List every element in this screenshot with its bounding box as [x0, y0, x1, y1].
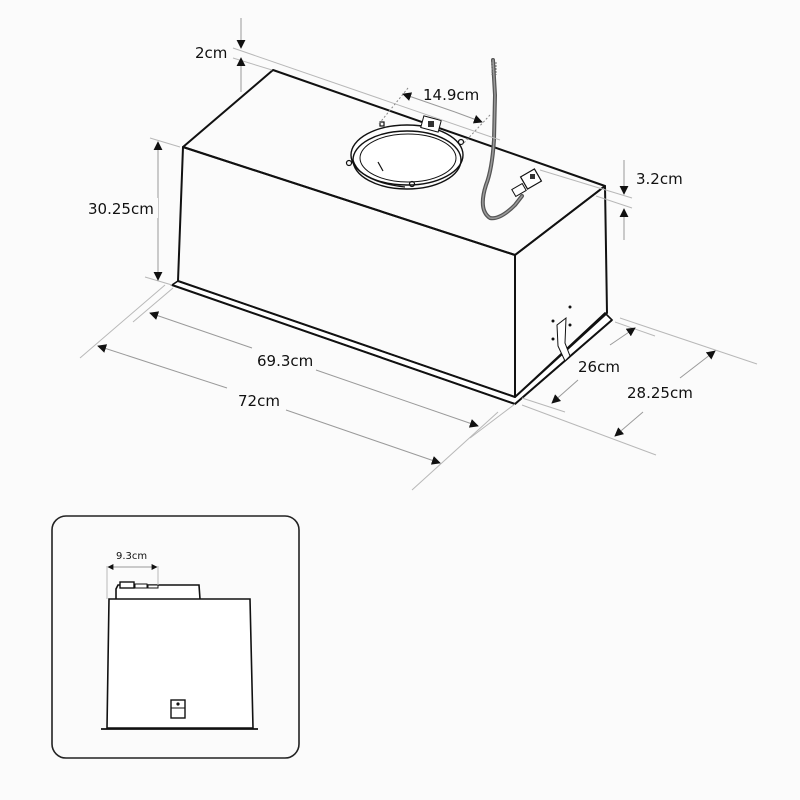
dimension-outer-width: 72cm	[79, 284, 499, 491]
label-inner-width: 69.3cm	[257, 352, 313, 370]
label-side-offset: 3.2cm	[636, 170, 683, 188]
label-collar-offset: 9.3cm	[116, 551, 147, 562]
label-outer-width: 72cm	[238, 392, 280, 410]
hood-isometric-view: 2cm 14.9cm 3.2cm 30.25cm	[79, 18, 758, 491]
dimension-collar-offset: 9.3cm	[106, 551, 159, 599]
dimension-outer-depth: 28.25cm	[521, 317, 758, 456]
label-inner-depth: 26cm	[578, 358, 620, 376]
dimension-height: 30.25cm	[84, 137, 181, 286]
base-flange	[170, 280, 614, 405]
label-collar-diameter: 14.9cm	[423, 86, 479, 104]
dimension-inner-depth: 26cm	[521, 321, 656, 413]
label-height: 30.25cm	[88, 200, 154, 218]
duct-collar	[345, 115, 465, 190]
label-top-flange: 2cm	[195, 44, 227, 62]
power-cable	[480, 58, 543, 221]
inset-body	[106, 598, 254, 729]
label-outer-depth: 28.25cm	[627, 384, 693, 402]
dimension-inner-width: 69.3cm	[132, 287, 516, 439]
dimension-collar-diameter: 14.9cm	[377, 86, 491, 146]
dimension-side-offset: 3.2cm	[539, 160, 683, 240]
inset-bracket	[170, 699, 186, 719]
inset-side-view: 9.3cm	[51, 515, 300, 759]
hood-body	[177, 69, 608, 398]
dimension-top-flange: 2cm	[195, 18, 501, 141]
mounting-bracket	[551, 305, 572, 362]
